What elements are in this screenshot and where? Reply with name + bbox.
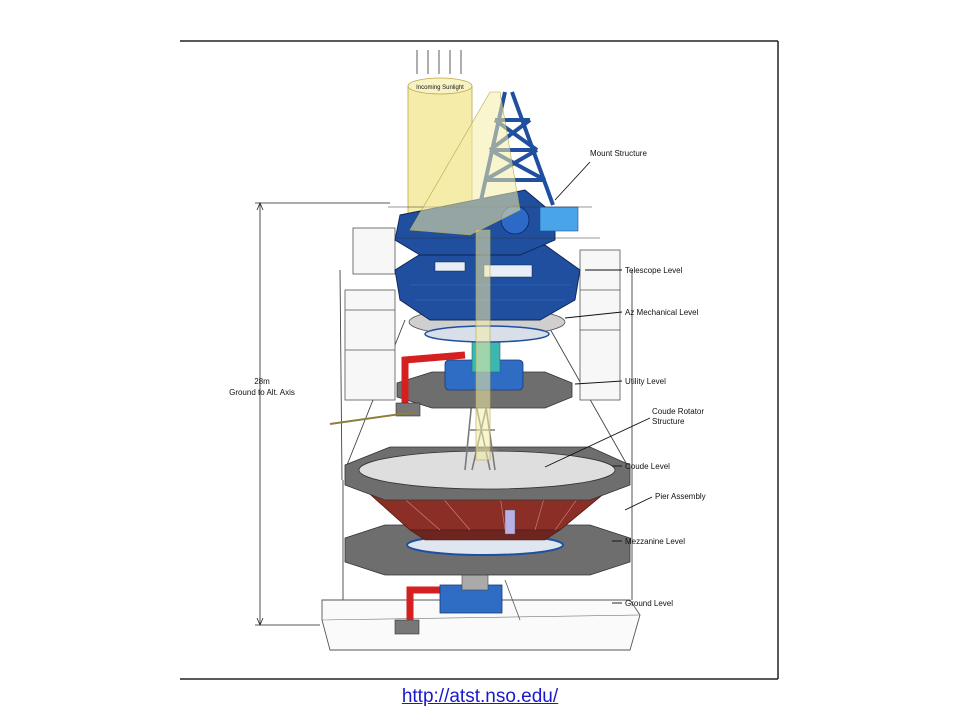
- height-description-label: Ground to Alt. Axis: [229, 388, 295, 397]
- pier-assembly-label: Pier Assembly: [655, 492, 706, 501]
- az-mechanical-level-label: Az Mechanical Level: [625, 308, 699, 317]
- light-path-beam: [409, 91, 521, 461]
- mezzanine-level-label: Mezzanine Level: [625, 537, 685, 546]
- height-value-label: 28m: [254, 377, 270, 386]
- coude-rotator-label-line2: Structure: [652, 417, 685, 426]
- coude-rotator-label-line1: Coude Rotator: [652, 407, 704, 416]
- ground-level-label: Ground Level: [625, 599, 673, 608]
- leader-lines: [544, 161, 653, 604]
- source-url-link[interactable]: http://atst.nso.edu/: [401, 686, 559, 707]
- ground-level-base: [321, 569, 641, 651]
- coude-level-label: Coude Level: [625, 462, 670, 471]
- side-structure-right: [579, 249, 621, 401]
- sunlight-arrows: [416, 50, 462, 74]
- utility-level-label: Utility Level: [625, 377, 666, 386]
- incoming-sunlight-label: Incoming Sunlight: [416, 85, 464, 91]
- side-structure-left: [344, 227, 396, 401]
- telescope-level-label: Telescope Level: [625, 266, 683, 275]
- mount-structure-label: Mount Structure: [590, 149, 647, 158]
- height-dimension: [255, 201, 390, 627]
